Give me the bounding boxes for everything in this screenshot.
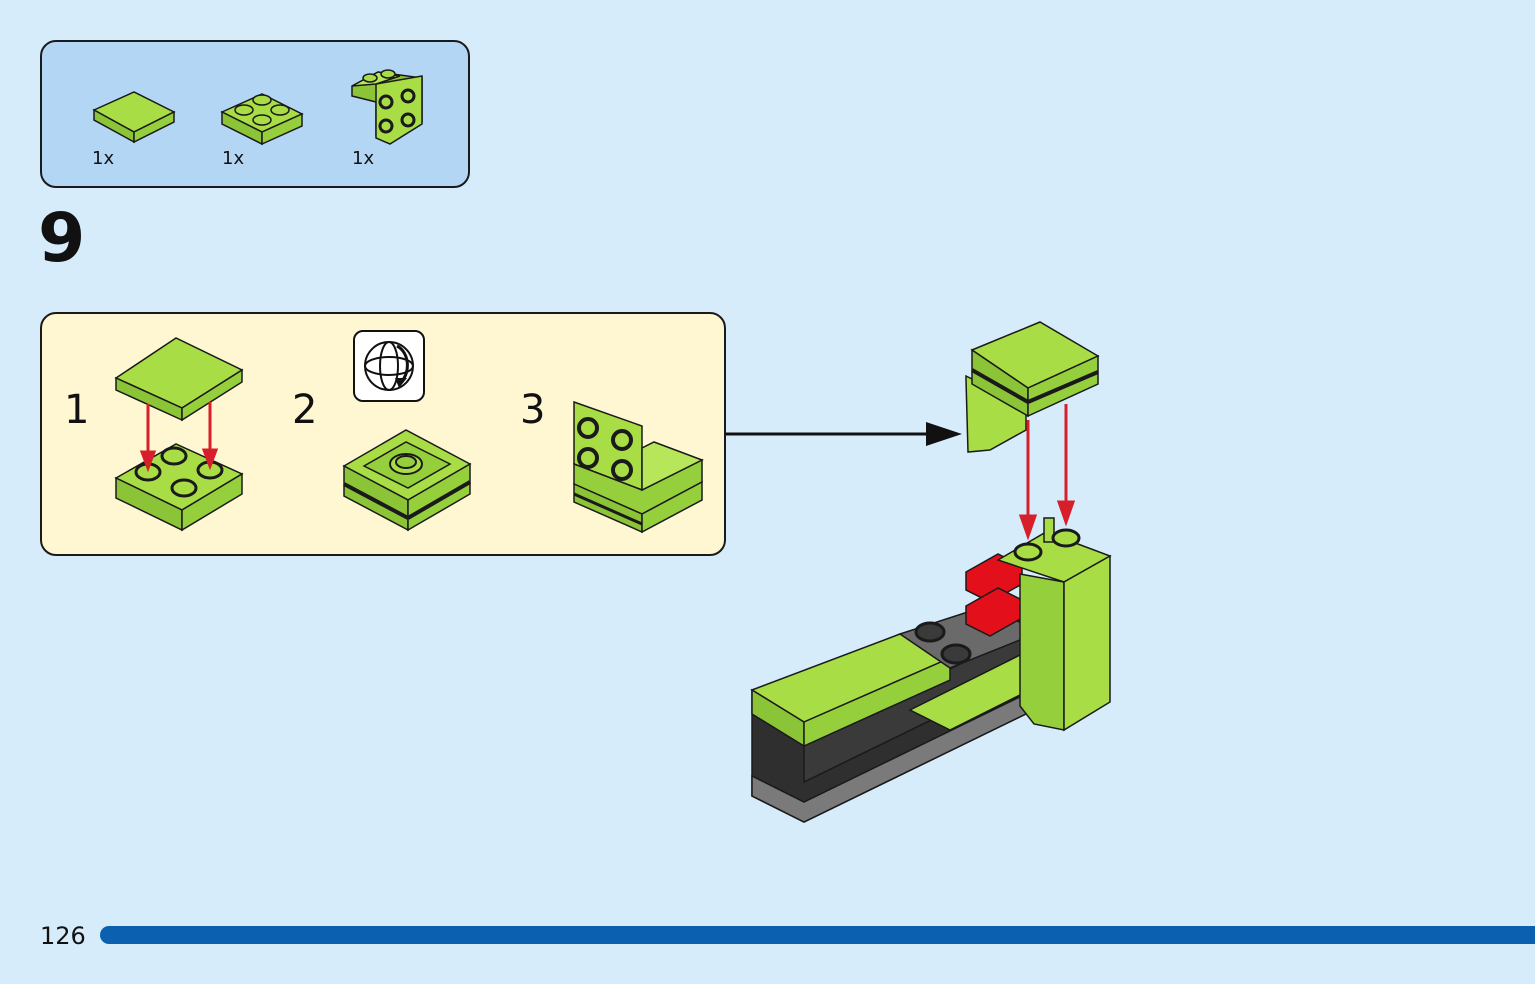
step-number: 9 bbox=[38, 199, 86, 278]
rotate-model-icon bbox=[353, 330, 425, 402]
page-number: 126 bbox=[40, 922, 86, 950]
plate-2x2-part-image bbox=[220, 93, 304, 146]
substep-1-number: 1 bbox=[64, 387, 90, 433]
substep-3-illustration bbox=[573, 400, 704, 534]
substep-3-number: 3 bbox=[520, 387, 546, 433]
main-model-illustration bbox=[750, 321, 1112, 823]
progress-bar bbox=[100, 926, 1535, 944]
tile-2x2-part-image bbox=[92, 91, 176, 144]
substep-2-illustration bbox=[342, 429, 472, 532]
substep-1-illustration bbox=[114, 337, 244, 532]
sub-assembly-box: 1 2 3 bbox=[40, 312, 726, 556]
bracket-quantity: 1x bbox=[352, 148, 375, 169]
sub-assembly-floating bbox=[965, 321, 1100, 453]
tile-quantity: 1x bbox=[92, 148, 115, 169]
plate-quantity: 1x bbox=[222, 148, 245, 169]
attach-arrow bbox=[726, 422, 962, 446]
parts-list-box: 1x 1x 1x bbox=[40, 40, 470, 188]
bracket-part-image bbox=[351, 69, 423, 145]
base-model bbox=[750, 517, 1112, 823]
substep-2-number: 2 bbox=[292, 387, 318, 433]
